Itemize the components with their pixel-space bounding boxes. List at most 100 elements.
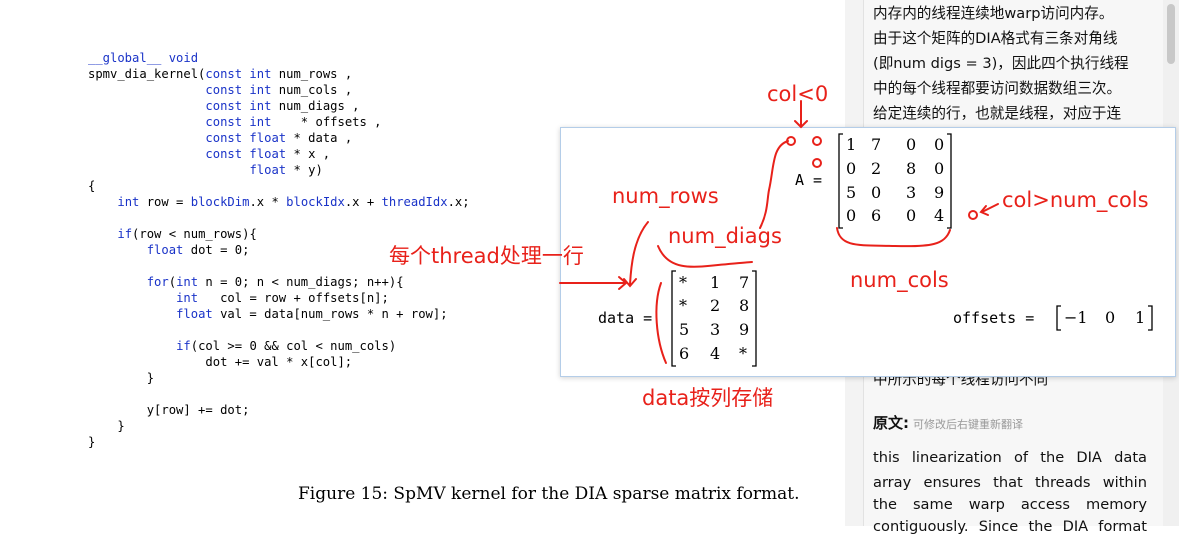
brace-num-cols: [836, 227, 951, 248]
code-text: n = 0; n < num_diags; n++){: [198, 275, 404, 289]
matrix-a-cell: 0: [871, 183, 882, 202]
matrix-a-cell: 0: [934, 159, 945, 178]
data-array-cell: 4: [710, 344, 721, 363]
matrix-a-cell: 4: [934, 206, 945, 225]
out-of-range-marker: [812, 158, 822, 168]
data-array-cell: *: [739, 344, 747, 363]
arrowhead-col-gt: [979, 205, 989, 216]
annotation-column-storage: data按列存储: [642, 386, 774, 410]
original-text-line[interactable]: the same warp access memory: [873, 496, 1147, 513]
annotation-col-lt0: col<0: [767, 82, 829, 106]
matrix-brackets: [671, 133, 1153, 367]
code-text: num_cols ,: [271, 83, 353, 97]
data-array-cell: 5: [679, 320, 690, 339]
arrowhead-col-lt0: [794, 120, 808, 129]
annotation-num-cols: num_cols: [850, 268, 949, 292]
translation-line: 内存内的线程连续地warp访问内存。: [873, 5, 1114, 22]
code-keyword: float: [176, 307, 213, 321]
brace-data-rows: [655, 282, 667, 364]
data-array-cell: 6: [679, 344, 690, 363]
code-text: row =: [139, 195, 191, 209]
matrix-a-label: A =: [795, 171, 823, 189]
matrix-a-cell: 7: [871, 135, 882, 154]
code-text: val = data[num_rows * n + row];: [212, 307, 448, 321]
offsets-value: −1: [1064, 308, 1088, 327]
code-text: }: [88, 419, 125, 433]
data-array-cell: 3: [710, 320, 721, 339]
translation-line: (即num digs = 3)，因此四个执行线程: [873, 55, 1129, 72]
translation-line: 由于这个矩阵的DIA格式有三条对角线: [873, 30, 1118, 47]
original-text-line[interactable]: this linearization of the DIA data: [873, 449, 1147, 466]
code-line: dot += val * x[col];: [88, 354, 470, 370]
original-text-line[interactable]: array ensures that threads within: [873, 474, 1147, 491]
arrowhead-num-rows: [623, 278, 637, 288]
figure-caption: Figure 15: SpMV kernel for the DIA spars…: [298, 484, 800, 504]
arrowhead-thread-row: [618, 276, 628, 290]
code-text: num_rows ,: [271, 67, 353, 81]
code-text: * offsets ,: [271, 115, 382, 129]
annotation-num-rows: num_rows: [612, 184, 719, 208]
code-line: const int num_diags ,: [88, 98, 470, 114]
code-text: (row < num_rows){: [132, 227, 257, 241]
code-line: const float * data ,: [88, 130, 470, 146]
curve-col-lt0: [759, 140, 789, 229]
code-text: * x ,: [286, 147, 331, 161]
offsets-value: 1: [1135, 308, 1146, 327]
code-text: }: [88, 435, 96, 449]
code-keyword: int: [176, 275, 199, 289]
offsets-value: 0: [1105, 308, 1116, 327]
code-text: .x;: [447, 195, 470, 209]
original-text-header: 原文: 可修改后右键重新翻译: [873, 412, 1023, 433]
code-keyword: if: [176, 339, 191, 353]
data-array-cell: *: [679, 273, 687, 292]
out-of-range-marker: [968, 210, 978, 220]
code-line: if(col >= 0 && col < num_cols): [88, 338, 470, 354]
code-text: col = row + offsets[n];: [198, 291, 389, 305]
code-line: }: [88, 418, 470, 434]
code-line: float * y): [88, 162, 470, 178]
code-text: (: [168, 275, 177, 289]
code-line: }: [88, 434, 470, 450]
code-text: }: [88, 371, 155, 385]
original-text-hint: 可修改后右键重新翻译: [913, 418, 1023, 431]
code-line: spmv_dia_kernel(const int num_rows ,: [88, 66, 470, 82]
dia-format-figure: A = 1 7 0 0 0 2 8 0 5 0 3 9 0 6 0 4 data…: [560, 127, 1176, 377]
code-line: int col = row + offsets[n];: [88, 290, 470, 306]
code-text: * y): [286, 163, 323, 177]
annotation-num-diags: num_diags: [668, 224, 782, 248]
code-keyword: const int: [205, 99, 272, 113]
code-line: const int num_cols ,: [88, 82, 470, 98]
matrix-a-cell: 2: [871, 159, 882, 178]
code-text: (col >= 0 && col < num_cols): [190, 339, 397, 353]
annotation-strokes: [559, 100, 999, 364]
code-keyword: for: [146, 275, 169, 289]
code-line: int row = blockDim.x * blockIdx.x + thre…: [88, 194, 470, 210]
annotation-col-gt-num-cols: col>num_cols: [1002, 188, 1149, 212]
code-line: const float * x ,: [88, 146, 470, 162]
code-keyword: int: [117, 195, 140, 209]
original-text-label: 原文:: [873, 414, 909, 432]
translation-line: 中的每个线程都要访问数据数组三次。: [873, 80, 1122, 97]
data-array-cell: *: [679, 296, 687, 315]
code-line: const int * offsets ,: [88, 114, 470, 130]
code-line: for(int n = 0; n < num_diags; n++){: [88, 274, 470, 290]
matrix-a-cell: 9: [934, 183, 945, 202]
code-line: __global__ void: [88, 50, 470, 66]
brace-num-diags: [657, 245, 753, 268]
matrix-a-cell: 6: [871, 206, 882, 225]
matrix-a-cell: 0: [846, 159, 857, 178]
data-array-cell: 8: [739, 296, 750, 315]
data-array-cell: 2: [710, 296, 721, 315]
code-line: {: [88, 178, 470, 194]
code-keyword: blockDim: [190, 195, 250, 209]
code-line: float val = data[num_rows * n + row];: [88, 306, 470, 322]
data-array-cell: 9: [739, 320, 750, 339]
matrix-a-cell: 0: [846, 206, 857, 225]
code-line: float dot = 0;: [88, 242, 470, 258]
code-line: }: [88, 370, 470, 386]
code-keyword: blockIdx: [286, 195, 345, 209]
code-text: .x +: [344, 195, 382, 209]
sidebar-scrollbar-thumb[interactable]: [1167, 4, 1175, 64]
translation-line: 给定连续的行，也就是线程，对应于连: [873, 105, 1122, 122]
